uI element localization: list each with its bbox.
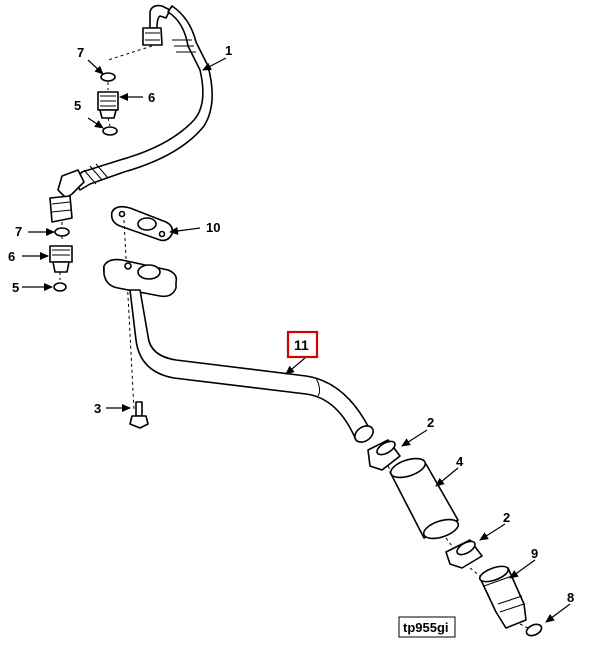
callout-5-lower: 5 xyxy=(12,280,19,295)
bolt-3 xyxy=(129,401,149,429)
callout-2-lower: 2 xyxy=(503,510,510,525)
callout-7-upper: 7 xyxy=(77,45,84,60)
lower-fitting-stack xyxy=(49,227,73,292)
o-ring-8 xyxy=(525,623,543,637)
callout-11: 11 xyxy=(294,337,309,353)
callout-3: 3 xyxy=(94,401,101,416)
callout-2-upper: 2 xyxy=(427,415,434,430)
adapter-fitting-upper-6 xyxy=(97,91,119,119)
gasket-10 xyxy=(110,205,174,242)
callout-10: 10 xyxy=(206,220,220,235)
sleeve-nut-upper-2 xyxy=(367,439,401,471)
callout-11-highlight-box xyxy=(286,330,319,359)
leader-lines xyxy=(22,57,571,623)
connector-fitting-9 xyxy=(478,565,527,629)
hose-sleeve-4 xyxy=(389,457,460,540)
figure-code: tp955gi xyxy=(403,620,449,635)
o-ring-upper-7 xyxy=(100,72,116,82)
callout-8: 8 xyxy=(567,590,574,605)
callout-1: 1 xyxy=(225,43,232,58)
sleeve-nut-lower-2 xyxy=(445,539,483,569)
callout-9: 9 xyxy=(531,546,538,561)
flexible-hose-assembly xyxy=(49,4,213,223)
rigid-oil-tube-11 xyxy=(102,258,374,443)
callout-6-lower: 6 xyxy=(8,249,15,264)
figure-code-box xyxy=(398,616,456,638)
o-ring-lower-7 xyxy=(54,227,70,237)
o-ring-lower-5 xyxy=(53,282,67,292)
callout-4: 4 xyxy=(456,454,464,469)
upper-fitting-stack xyxy=(97,72,119,136)
callout-5-upper: 5 xyxy=(74,98,81,113)
o-ring-upper-5 xyxy=(102,126,118,136)
adapter-fitting-lower-6 xyxy=(49,245,73,273)
callout-7-lower: 7 xyxy=(15,224,22,239)
callout-6-upper: 6 xyxy=(148,90,155,105)
